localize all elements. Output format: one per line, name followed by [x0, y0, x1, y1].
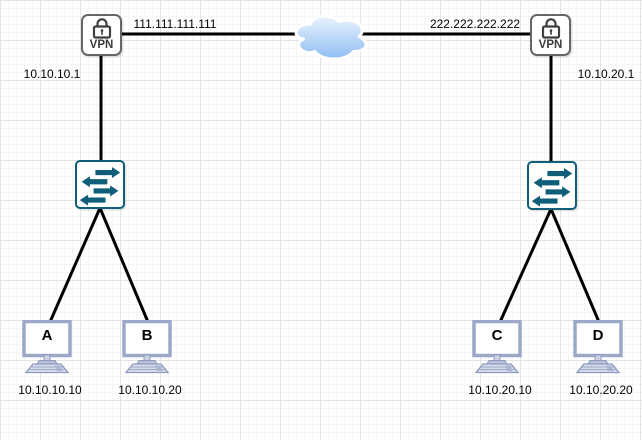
host-a-letter: A — [41, 327, 53, 344]
vpn-left-lan-ip-label[interactable]: 10.10.10.1 — [23, 67, 81, 81]
host-c-letter: C — [491, 327, 503, 344]
vpn-left-label: VPN — [89, 39, 114, 51]
vpn-right-lan-ip-label[interactable]: 10.10.20.1 — [577, 67, 635, 81]
host-a-ip-label[interactable]: 10.10.10.10 — [18, 383, 82, 397]
vpn-right-label: VPN — [538, 39, 563, 51]
host-c[interactable]: C — [470, 319, 524, 381]
wan-right-ip-label[interactable]: 222.222.222.222 — [429, 17, 521, 31]
computer-icon — [122, 319, 172, 374]
switch-left-to-host-b-line[interactable] — [98, 207, 150, 323]
wan-left-ip-label[interactable]: 111.111.111.111 — [133, 17, 217, 31]
host-b-ip-label[interactable]: 10.10.10.20 — [118, 383, 182, 397]
switch-right-to-host-c-line[interactable] — [498, 208, 553, 323]
vpn-gateway-right[interactable]: VPN — [530, 14, 571, 56]
host-b-letter: B — [141, 327, 153, 344]
switch-arrows-icon — [531, 168, 573, 207]
host-a[interactable]: A — [20, 319, 74, 381]
switch-right-to-host-d-line[interactable] — [549, 208, 601, 323]
host-b[interactable]: B — [120, 319, 174, 381]
switch-arrows-icon — [79, 167, 121, 206]
computer-icon — [472, 319, 522, 374]
lock-icon — [92, 18, 111, 39]
host-d[interactable]: D — [571, 319, 625, 381]
switch-left[interactable] — [75, 160, 125, 209]
lock-icon — [541, 18, 560, 39]
switch-left-to-host-a-line[interactable] — [48, 207, 102, 323]
computer-icon — [573, 319, 623, 374]
internet-cloud-icon[interactable] — [288, 9, 372, 63]
switch-right[interactable] — [527, 161, 577, 210]
host-d-letter: D — [592, 327, 604, 344]
host-c-ip-label[interactable]: 10.10.20.10 — [468, 383, 532, 397]
host-d-ip-label[interactable]: 10.10.20.20 — [569, 383, 633, 397]
vpn-gateway-left[interactable]: VPN — [81, 14, 122, 56]
computer-icon — [22, 319, 72, 374]
